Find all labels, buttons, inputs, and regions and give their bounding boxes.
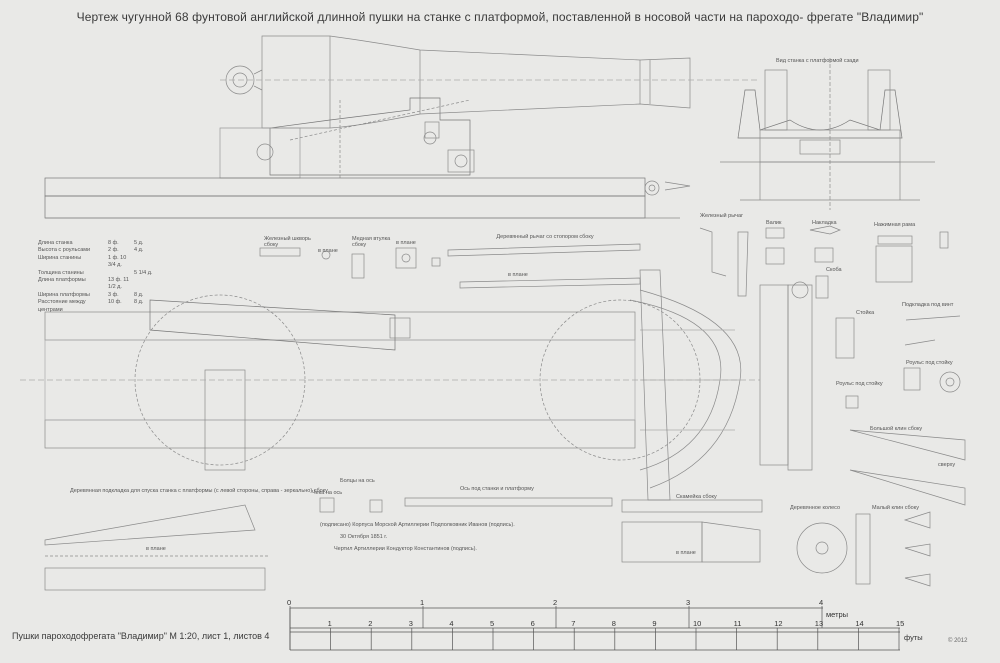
small-parts	[699, 225, 966, 587]
label-post-roller: Роульс под стойку	[836, 381, 883, 387]
foot-tick-label: 5	[490, 619, 495, 628]
sheet-footer: Пушки пароходофрегата "Владимир" М 1:20,…	[12, 631, 270, 641]
foot-tick-label: 15	[896, 619, 905, 628]
label-iron-lever: Железный рычаг	[700, 213, 744, 219]
foot-tick-label: 3	[408, 619, 413, 628]
meter-tick-label: 1	[420, 598, 425, 607]
foot-tick-label: 9	[652, 619, 657, 628]
author-signature: © 2012	[948, 638, 968, 644]
foot-tick-label: 8	[611, 619, 616, 628]
scale-bar	[289, 607, 900, 651]
label-small-wedge: Малый клин сбоку	[872, 505, 919, 511]
foot-tick-label: 12	[774, 619, 783, 628]
label-clamp-frame: Нажимная рама	[874, 222, 916, 228]
label-in-plan-2: в плане	[396, 240, 416, 246]
ramp-plan	[639, 269, 813, 501]
label-in-plan-5: в плане	[676, 550, 696, 556]
meter-tick-label: 0	[287, 598, 292, 607]
foot-tick-label: 10	[693, 619, 702, 628]
label-iron-pin: Железный шкворь сбоку	[264, 236, 311, 248]
label-in-plan-4: в плане	[146, 546, 166, 552]
feet-label: футы	[904, 633, 923, 642]
label-in-plan-3: в плане	[508, 272, 528, 278]
foot-tick-label: 11	[733, 619, 742, 628]
platform-plan-view	[20, 289, 760, 489]
foot-tick-label: 2	[368, 619, 373, 628]
label-roller: Валик	[766, 220, 782, 226]
sheet-title: Чертеж чугунной 68 фунтовой английской д…	[76, 10, 924, 24]
foot-tick-label: 14	[855, 619, 864, 628]
meter-tick-label: 2	[553, 598, 558, 607]
label-screw-pad: Подкладка под винт	[902, 302, 954, 308]
label-wooden-wheel: Деревянное колесо	[790, 505, 841, 511]
foot-tick-label: 6	[530, 619, 535, 628]
foot-tick-label: 4	[449, 619, 454, 628]
label-post-roller-2: Роульс под стойку	[906, 360, 953, 366]
label-wooden-lever: Деревянный рычаг со стопором сбоку	[496, 234, 594, 240]
label-in-plan-1: в плане	[318, 248, 338, 254]
lower-left-parts	[44, 497, 763, 591]
label-rear-view: Вид станка с платформой сзади	[776, 58, 859, 64]
foot-tick-label: 1	[327, 619, 332, 628]
signature-line-3: Чертил Артиллерии Кондуктор Константинов…	[334, 546, 477, 552]
meter-tick-label: 4	[819, 598, 824, 607]
rear-view	[720, 58, 935, 210]
meters-label: метры	[826, 610, 849, 619]
label-skid: Скамейка сбоку	[676, 494, 717, 500]
upper-middle-parts	[259, 243, 641, 289]
foot-tick-label: 13	[814, 619, 824, 628]
label-big-wedge: Большой клин сбоку	[870, 426, 923, 432]
cannon-side-view	[44, 35, 760, 219]
label-axis-cheek: Чека на ось	[312, 490, 343, 496]
label-bracket: Скоба	[826, 267, 842, 273]
label-top: сверху	[938, 462, 956, 468]
label-copper-sleeve: Медная втулка сбоку	[352, 236, 391, 248]
foot-tick-label: 7	[571, 619, 576, 628]
label-overlay: Накладка	[812, 220, 837, 226]
label-bolt-axis: Болцы на ось	[340, 478, 375, 484]
label-axis-beds: Ось под станки и платформу	[460, 486, 534, 492]
label-ramp: Деревянная подкладка для спуска станка с…	[70, 488, 328, 494]
signature-line-2: 30 Октября 1851 г.	[340, 534, 388, 540]
meter-tick-label: 3	[686, 598, 691, 607]
label-post: Стойка	[856, 310, 875, 316]
signature-line-1: (подписано) Корпуса Морской Артиллерии П…	[320, 522, 515, 528]
